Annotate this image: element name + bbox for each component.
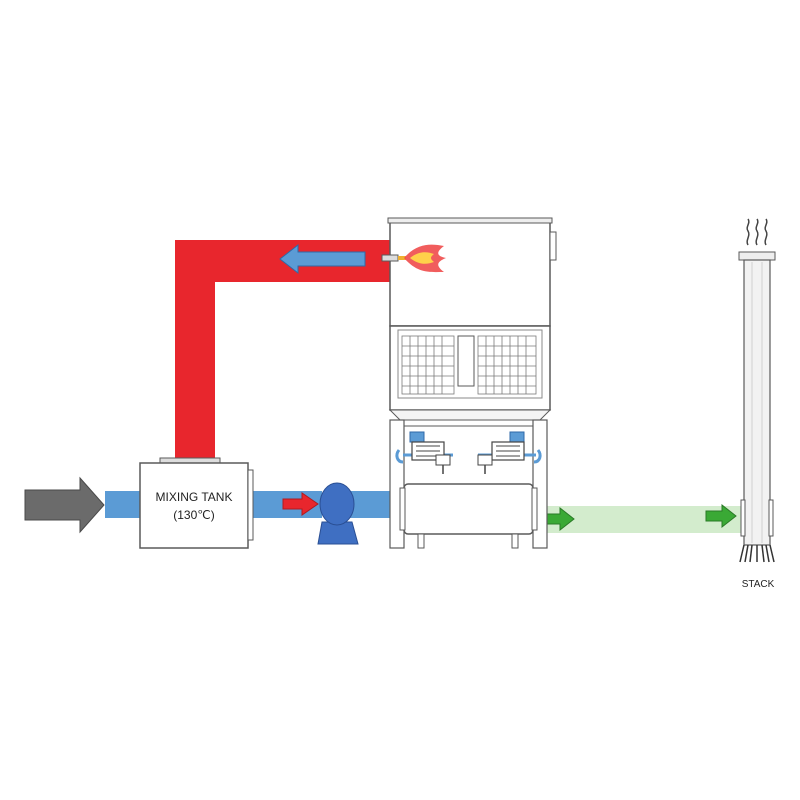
stack-cap (738, 251, 776, 261)
heater-top-flange (387, 217, 553, 224)
heater-drum-flange-right (531, 487, 538, 531)
heat-exchanger-grid-left (401, 335, 455, 395)
red-arrow-icon (282, 492, 319, 516)
stack-label: STACK (742, 579, 775, 590)
heater-drum-flange-left (399, 487, 406, 531)
heat-exchanger-grid-right (477, 335, 537, 395)
heater-access-door (457, 335, 475, 387)
mixing-tank-side-flange (247, 469, 254, 541)
hot-duct (175, 240, 390, 460)
burner-nozzle (381, 254, 406, 262)
flame-icon (404, 244, 446, 273)
heater-top-drum (389, 220, 551, 327)
blue-arrow-icon (279, 243, 366, 275)
valve-assembly-right (477, 431, 542, 474)
valve-assembly-left (395, 431, 453, 474)
stack-inlet-flange-right (768, 499, 774, 537)
heater-drum-support-right (511, 533, 519, 549)
pump-icon (317, 482, 359, 545)
heater-inner-frame (397, 329, 543, 399)
mixing-tank-label: MIXING TANK (156, 490, 233, 504)
smoke-icon (746, 218, 768, 246)
stack-body (743, 259, 771, 546)
heater-unit (381, 217, 557, 549)
inlet-pipe (105, 491, 140, 518)
hot-duct-vertical (175, 240, 215, 460)
stack-inlet-flange (740, 499, 746, 537)
heater-side-nozzle (549, 231, 557, 261)
heater-drum-support-left (417, 533, 425, 549)
green-arrow-icon (705, 503, 737, 529)
mixing-tank: MIXING TANK (130℃) (139, 457, 254, 549)
mixing-tank-temperature: (130℃) (173, 508, 215, 522)
heater-hopper (388, 409, 552, 421)
heater-drum (403, 483, 534, 535)
stack: STACK (738, 218, 776, 590)
gray-arrow-icon (24, 476, 105, 534)
mixing-tank-body (139, 462, 249, 549)
pump-casing (319, 482, 355, 526)
stack-base-anchors (739, 544, 775, 563)
pump-base (317, 521, 359, 545)
